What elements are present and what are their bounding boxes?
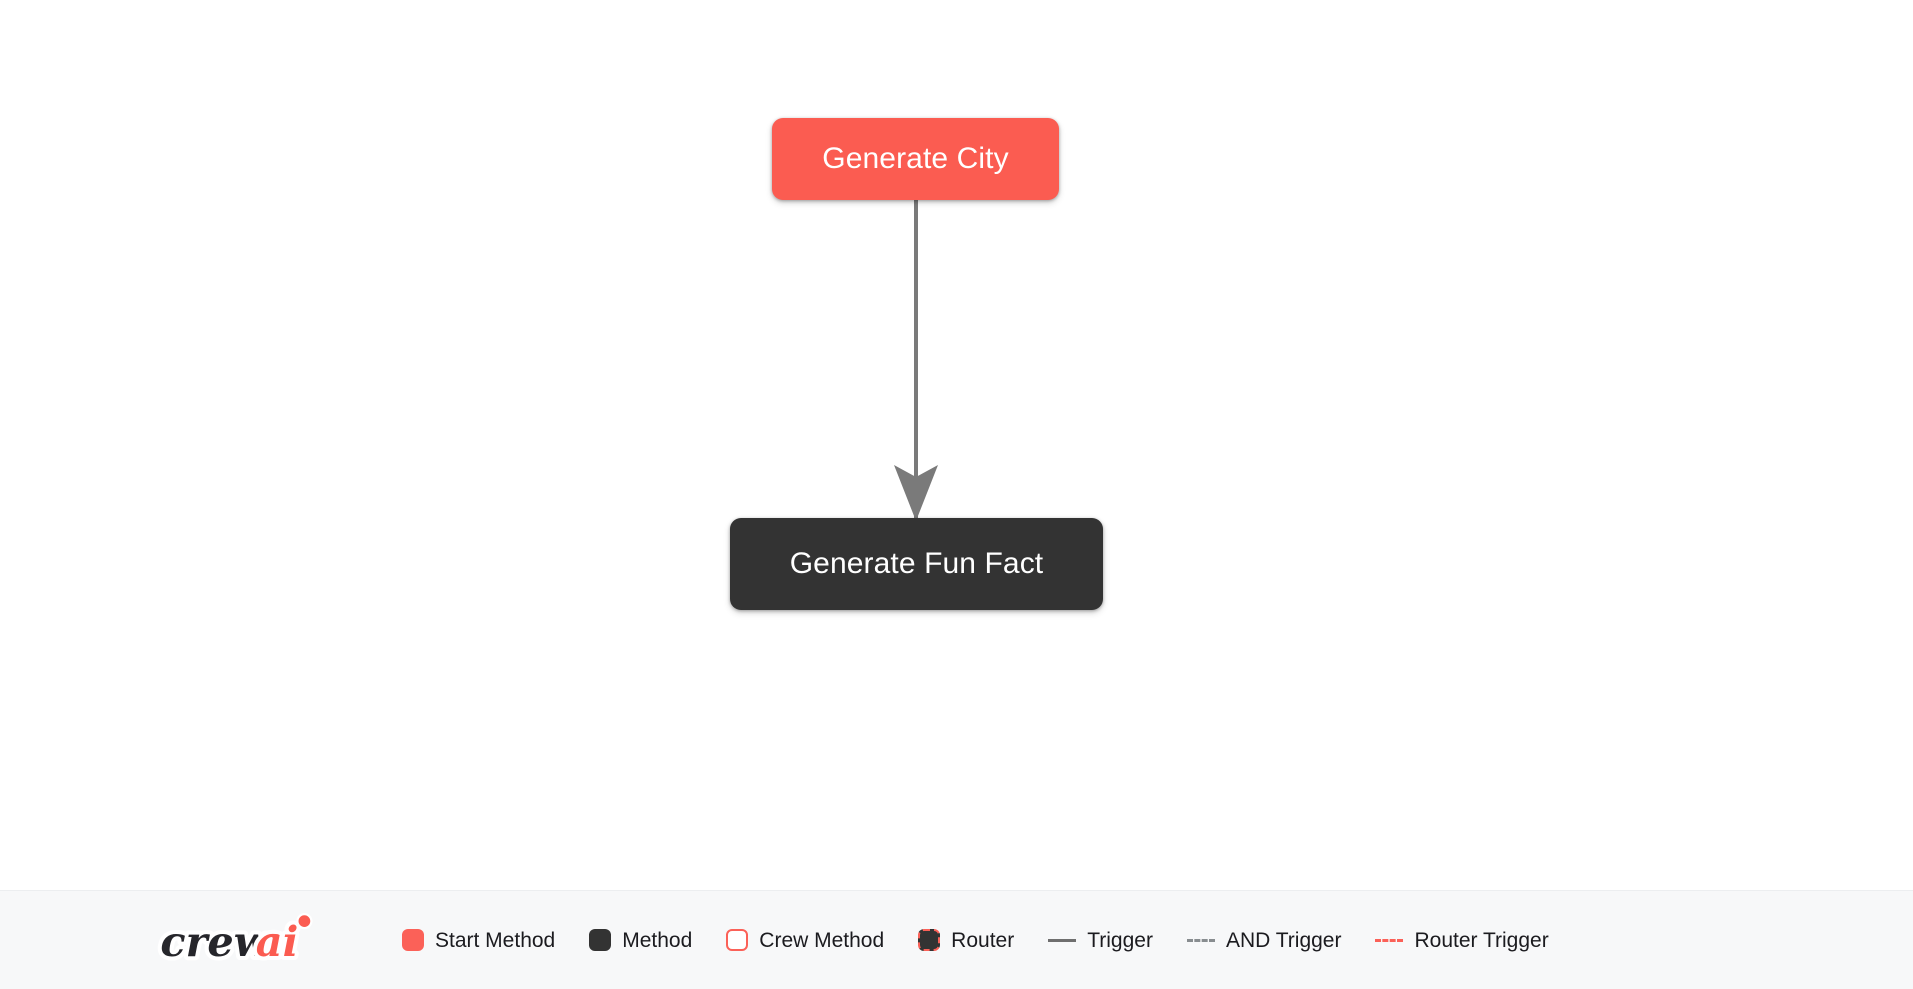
and-trigger-line-icon (1186, 938, 1215, 942)
legend-item-trigger: Trigger (1048, 930, 1153, 951)
flow-node-generate-city[interactable]: Generate City (772, 118, 1059, 200)
legend-items: Start Method Method Crew Method Router T… (402, 929, 1549, 951)
legend-item-label: Trigger (1087, 928, 1153, 952)
legend-item-router-trigger: Router Trigger (1375, 928, 1549, 952)
legend-item-label: Crew Method (759, 928, 885, 952)
legend-item-label: Router Trigger (1414, 928, 1549, 952)
edge-generate-city-to-generate-fun-fact (894, 200, 938, 521)
flow-canvas[interactable]: Generate City Generate Fun Fact (0, 0, 1913, 890)
crew-method-swatch-icon (726, 929, 749, 951)
router-swatch-icon (918, 929, 941, 951)
router-trigger-line-icon (1375, 938, 1404, 942)
svg-text:crew: crew (160, 917, 270, 966)
legend-item-start-method: Start Method (402, 929, 555, 951)
start-method-swatch-icon (402, 929, 424, 951)
arrowhead-icon (894, 465, 938, 521)
flow-node-generate-fun-fact[interactable]: Generate Fun Fact (730, 518, 1103, 610)
svg-text:ai: ai (256, 917, 299, 966)
crewai-logo: crew crew ai ai (156, 913, 313, 970)
legend-item-label: Method (622, 928, 693, 952)
legend-item-crew-method: Crew Method (726, 929, 884, 951)
legend-item-router: Router (918, 929, 1014, 951)
legend-bar: crew crew ai ai Start Method Method Crew… (0, 890, 1913, 989)
svg-text:ai: ai (256, 917, 299, 966)
flow-node-label: Generate Fun Fact (789, 547, 1044, 580)
legend-item-and-trigger: AND Trigger (1186, 928, 1342, 952)
legend-item-label: AND Trigger (1225, 928, 1342, 952)
legend-item-label: Router (951, 928, 1015, 952)
svg-text:crew: crew (160, 917, 270, 966)
flow-node-label: Generate City (822, 142, 1009, 175)
legend-item-method: Method (589, 929, 692, 951)
legend-item-label: Start Method (435, 928, 556, 952)
method-swatch-icon (589, 929, 612, 951)
trigger-line-icon (1048, 938, 1077, 942)
